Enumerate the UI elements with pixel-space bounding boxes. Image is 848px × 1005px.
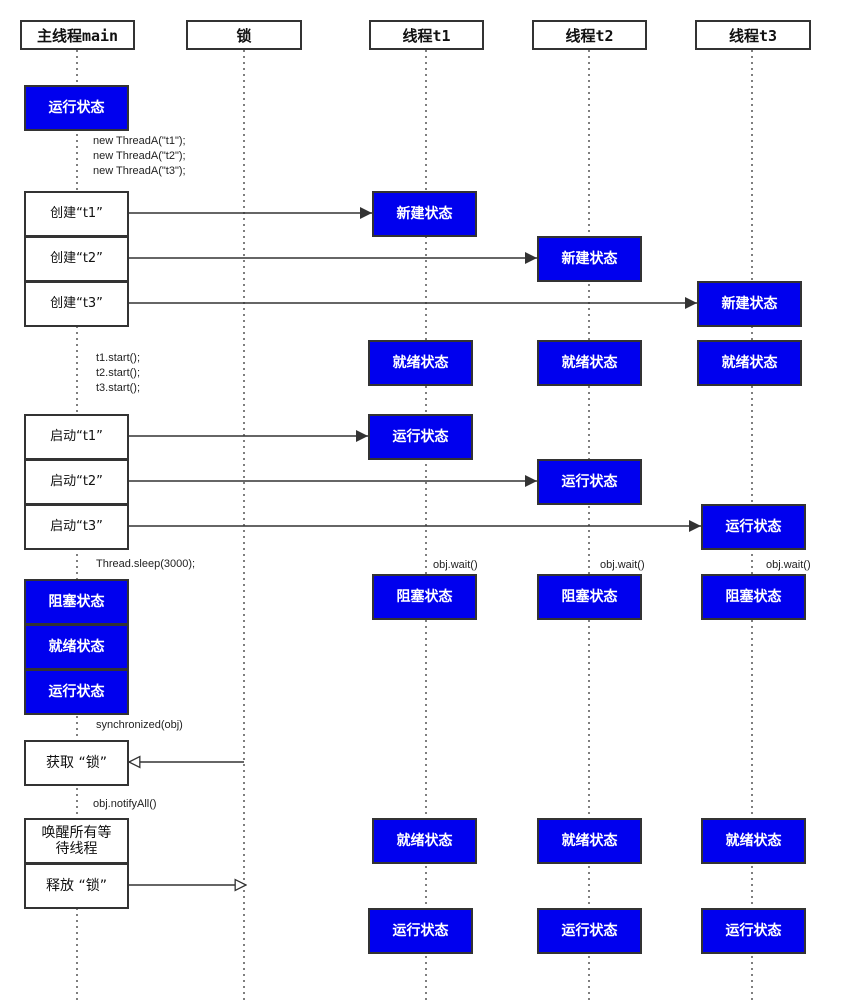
t1-code-wait: obj.wait(): [433, 559, 478, 571]
t1-ready-state: 就绪状态: [368, 340, 473, 386]
main-running-state: 运行状态: [24, 85, 129, 131]
wake-all-threads-box: 唤醒所有等待线程: [24, 818, 129, 864]
t2-ready-state-2: 就绪状态: [537, 818, 642, 864]
start-t2-box: 启动“t2”: [24, 459, 129, 505]
t2-new-state: 新建状态: [537, 236, 642, 282]
t2-ready-state: 就绪状态: [537, 340, 642, 386]
main-blocked-state: 阻塞状态: [24, 579, 129, 625]
header-thread-t3: 线程t3: [695, 20, 811, 50]
t1-running-state: 运行状态: [368, 414, 473, 460]
release-lock-box: 释放 “锁”: [24, 863, 129, 909]
create-t1-box: 创建“t1”: [24, 191, 129, 237]
header-thread-t1: 线程t1: [369, 20, 484, 50]
t1-blocked-state: 阻塞状态: [372, 574, 477, 620]
code-notify-all: obj.notifyAll(): [93, 798, 157, 810]
t3-ready-state-2: 就绪状态: [701, 818, 806, 864]
code-synchronized: synchronized(obj): [96, 719, 183, 731]
header-thread-t2: 线程t2: [532, 20, 647, 50]
t3-new-state: 新建状态: [697, 281, 802, 327]
start-t3-box: 启动“t3”: [24, 504, 129, 550]
create-t3-box: 创建“t3”: [24, 281, 129, 327]
t2-running-state-2: 运行状态: [537, 908, 642, 954]
t1-ready-state-2: 就绪状态: [372, 818, 477, 864]
t3-running-state: 运行状态: [701, 504, 806, 550]
t3-running-state-2: 运行状态: [701, 908, 806, 954]
code-new-threads: new ThreadA("t1"); new ThreadA("t2"); ne…: [93, 135, 186, 177]
start-t1-box: 启动“t1”: [24, 414, 129, 460]
t1-new-state: 新建状态: [372, 191, 477, 237]
t2-running-state: 运行状态: [537, 459, 642, 505]
t2-blocked-state: 阻塞状态: [537, 574, 642, 620]
t1-running-state-2: 运行状态: [368, 908, 473, 954]
code-sleep: Thread.sleep(3000);: [96, 558, 196, 570]
wake-all-threads-label: 唤醒所有等待线程: [41, 825, 112, 857]
create-t2-box: 创建“t2”: [24, 236, 129, 282]
header-lock: 锁: [186, 20, 302, 50]
t3-ready-state: 就绪状态: [697, 340, 802, 386]
main-ready-state: 就绪状态: [24, 624, 129, 670]
t3-code-wait: obj.wait(): [766, 559, 811, 571]
t3-blocked-state: 阻塞状态: [701, 574, 806, 620]
acquire-lock-box: 获取 “锁”: [24, 740, 129, 786]
main-running-state-2: 运行状态: [24, 669, 129, 715]
t2-code-wait: obj.wait(): [600, 559, 645, 571]
code-start-threads: t1.start(); t2.start(); t3.start();: [96, 352, 141, 394]
header-main-thread: 主线程main: [20, 20, 135, 50]
